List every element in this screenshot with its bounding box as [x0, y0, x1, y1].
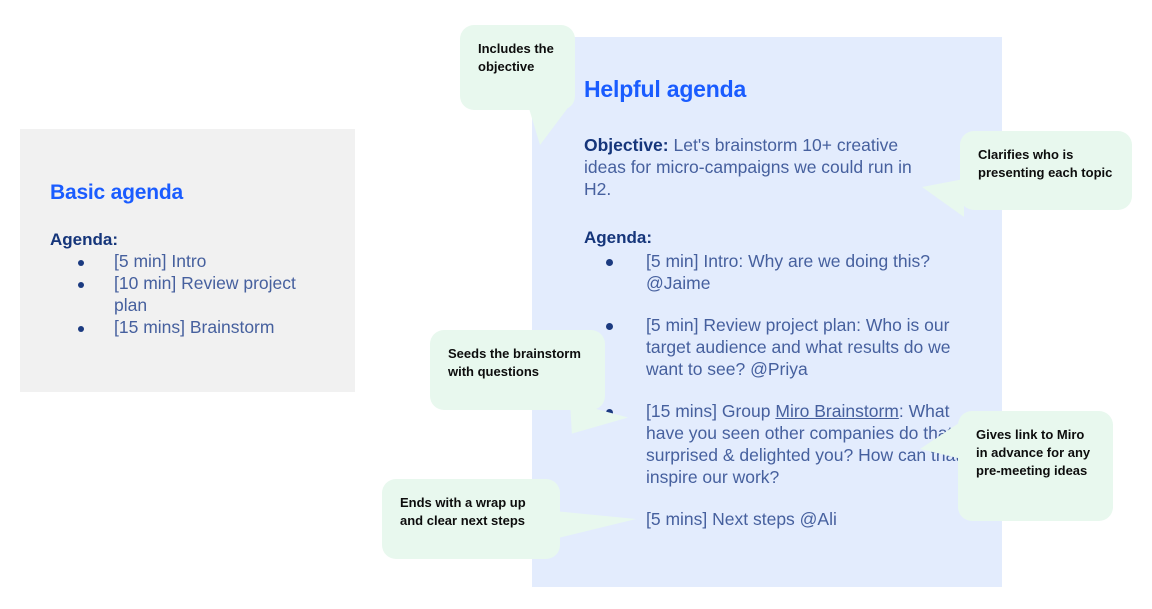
callout-wrap-up: Ends with a wrap up and clear next steps: [382, 479, 636, 559]
callout-clarifies-presenter: Clarifies who is presenting each topic: [922, 131, 1132, 217]
callout-text: Seeds the brainstorm with questions: [448, 346, 581, 379]
list-item: [5 mins] Next steps @Ali: [606, 508, 962, 530]
basic-agenda-title: Basic agenda: [50, 181, 183, 204]
callout-text: Includes the objective: [478, 41, 554, 74]
callout-text: Ends with a wrap up and clear next steps: [400, 495, 526, 528]
list-item: [10 min] Review project plan: [78, 273, 333, 316]
callout-seeds-brainstorm: Seeds the brainstorm with questions: [430, 330, 628, 447]
helpful-agenda-label: Agenda:: [584, 228, 652, 248]
list-item: [5 min] Intro: Why are we doing this? @J…: [606, 250, 962, 294]
list-item: [15 mins] Brainstorm: [78, 317, 333, 339]
list-item-suffix: : What have you seen other companies do …: [646, 401, 961, 488]
list-item: [15 mins] Group Miro Brainstorm: What ha…: [606, 400, 962, 488]
list-item-prefix: [15 mins] Group: [646, 401, 776, 422]
callout-includes-objective: Includes the objective: [460, 25, 575, 145]
basic-agenda-label: Agenda:: [50, 230, 118, 250]
helpful-agenda-list: [5 min] Intro: Why are we doing this? @J…: [584, 250, 962, 530]
list-item: [5 min] Intro: [78, 251, 333, 273]
speech-tail-icon: [922, 179, 964, 217]
speech-tail-icon: [554, 511, 636, 539]
objective-label: Objective:: [584, 135, 669, 156]
callout-text: Clarifies who is presenting each topic: [978, 147, 1113, 180]
speech-tail-icon: [920, 421, 962, 459]
objective-text: Let's brainstorm 10+ creative ideas for …: [584, 135, 912, 200]
objective-paragraph: Objective: Let's brainstorm 10+ creative…: [584, 134, 939, 200]
basic-agenda-card: Basic agenda Agenda: [5 min] Intro [10 m…: [20, 129, 355, 392]
callout-miro-link: Gives link to Miro in advance for any pr…: [920, 411, 1113, 521]
basic-agenda-list: [5 min] Intro [10 min] Review project pl…: [50, 251, 333, 338]
list-item: [5 min] Review project plan: Who is our …: [606, 314, 962, 380]
miro-brainstorm-link[interactable]: Miro Brainstorm: [775, 401, 899, 422]
helpful-agenda-panel: Helpful agenda Objective: Let's brainsto…: [532, 37, 1002, 587]
callout-text: Gives link to Miro in advance for any pr…: [976, 427, 1091, 478]
speech-tail-icon: [528, 105, 570, 145]
helpful-agenda-title: Helpful agenda: [584, 76, 747, 102]
